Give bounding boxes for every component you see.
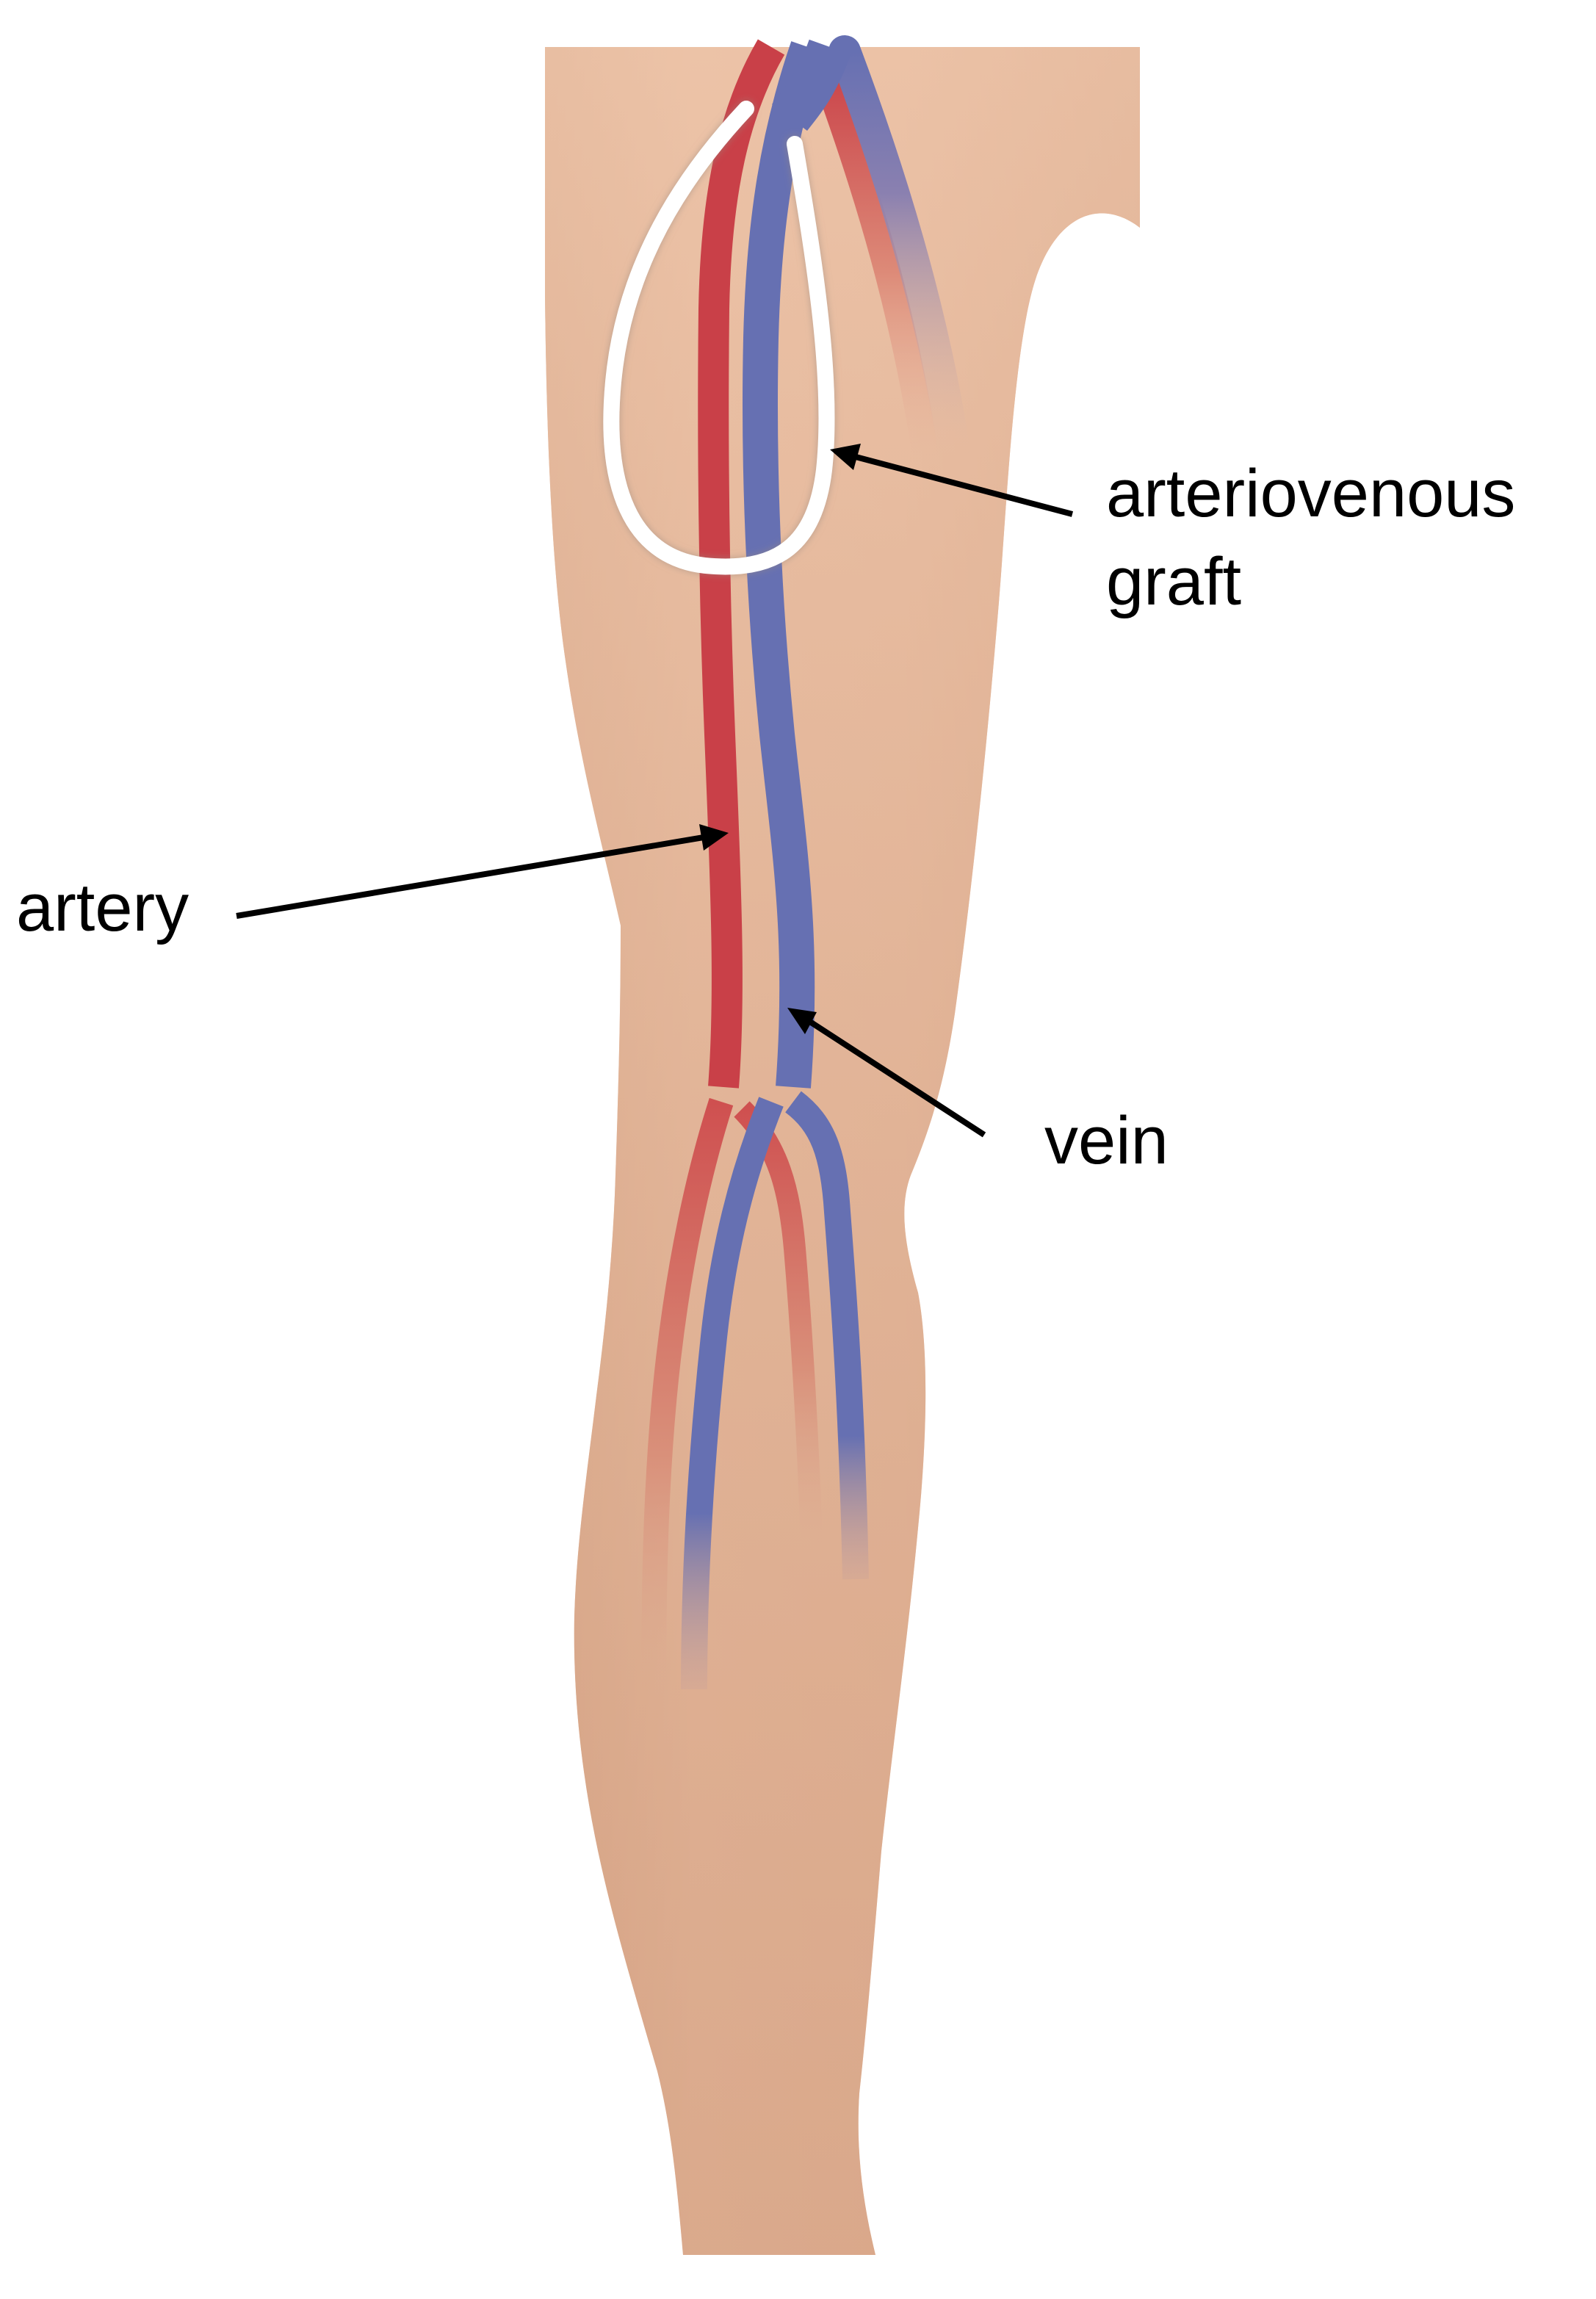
lower-vein-branch-left <box>681 1097 784 1690</box>
graft-label-line2: graft <box>1106 544 1242 619</box>
vein-label: vein <box>1044 1103 1169 1178</box>
artery-arrow <box>236 824 729 919</box>
upper-vein-branch <box>828 35 971 472</box>
vein-arrow <box>787 1008 986 1138</box>
graft-label-line1: arteriovenous <box>1106 456 1516 531</box>
arteriovenous-graft-label: arteriovenous graft <box>1106 450 1515 626</box>
artery-label: artery <box>16 870 189 945</box>
lower-vein-branch-right <box>784 1091 869 1580</box>
graft-arrow <box>830 444 1074 517</box>
lower-artery-branch-right <box>734 1101 823 1543</box>
lower-artery-branch-left <box>641 1097 734 1690</box>
vein-main <box>742 41 825 1089</box>
upper-artery-branch <box>817 75 939 469</box>
arteriovenous-graft <box>603 101 835 575</box>
artery-main <box>698 39 785 1089</box>
